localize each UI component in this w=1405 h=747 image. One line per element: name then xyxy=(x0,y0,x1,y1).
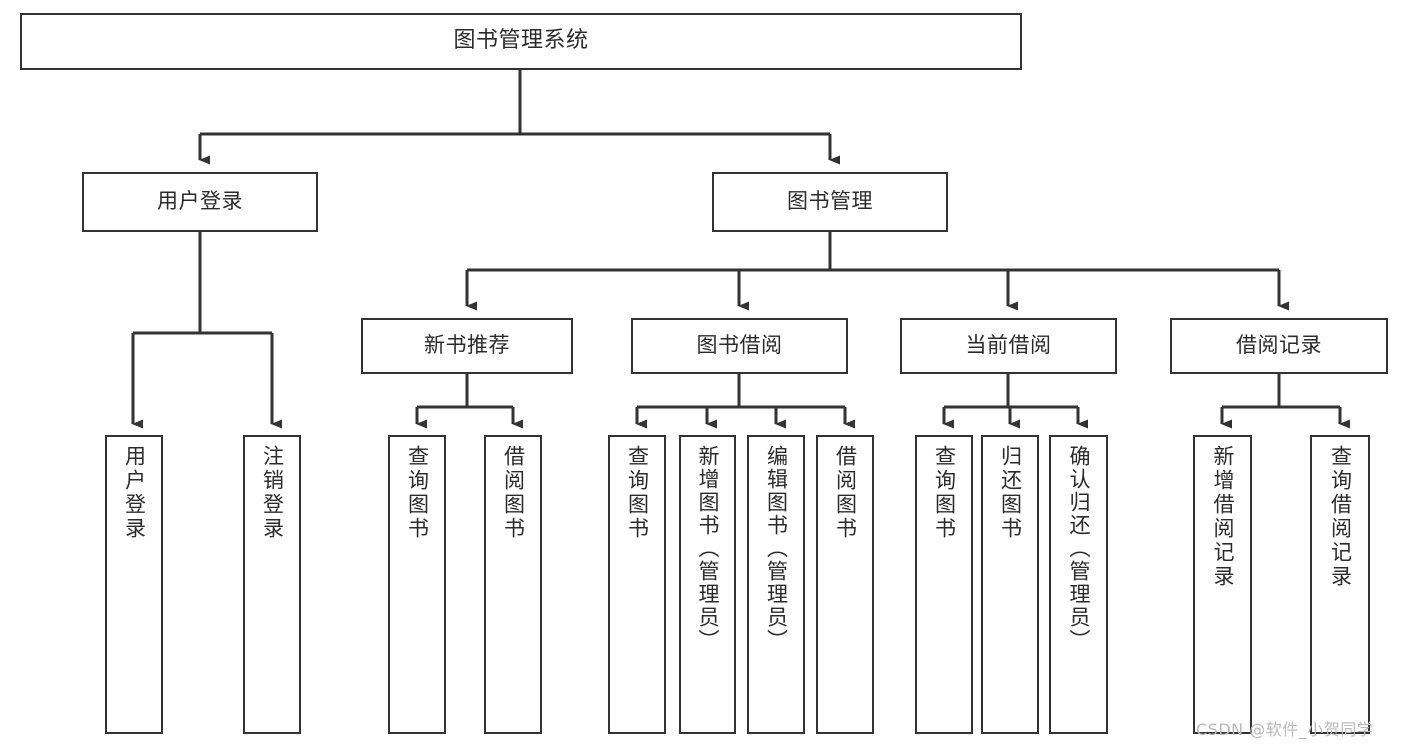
node-label: 查询借阅记录 xyxy=(1328,445,1353,589)
node-new-book-recommend[interactable]: 新书推荐 xyxy=(361,318,573,374)
node-current-borrow[interactable]: 当前借阅 xyxy=(900,318,1117,374)
node-label: 新增图书（管理员） xyxy=(696,445,720,652)
node-label: 注销登录 xyxy=(260,445,285,541)
node-user-login[interactable]: 用户登录 xyxy=(82,172,318,232)
node-label: 新书推荐 xyxy=(424,333,510,358)
node-label: 用户登录 xyxy=(122,445,147,541)
leaf-current-confirm-return-admin[interactable]: 确认归还（管理员） xyxy=(1049,435,1108,734)
leaf-recommend-query-book[interactable]: 查询图书 xyxy=(388,435,446,734)
node-label: 确认归还（管理员） xyxy=(1067,445,1091,652)
leaf-current-return-book[interactable]: 归还图书 xyxy=(981,435,1039,734)
leaf-borrow-add-book-admin[interactable]: 新增图书（管理员） xyxy=(679,435,736,734)
node-label: 图书管理系统 xyxy=(453,28,589,54)
leaf-user-login-login[interactable]: 用户登录 xyxy=(105,435,163,734)
csdn-watermark: CSDN @软件_小贺同学 xyxy=(1196,720,1374,739)
node-label: 借阅记录 xyxy=(1236,333,1322,358)
node-label: 编辑图书（管理员） xyxy=(764,445,789,652)
node-label: 借阅图书 xyxy=(501,445,526,541)
node-label: 查询图书 xyxy=(625,445,650,541)
node-borrow-record[interactable]: 借阅记录 xyxy=(1170,318,1388,374)
node-label: 查询图书 xyxy=(932,445,957,541)
leaf-record-add-record[interactable]: 新增借阅记录 xyxy=(1193,435,1252,734)
leaf-borrow-edit-book-admin[interactable]: 编辑图书（管理员） xyxy=(747,435,805,734)
node-label: 当前借阅 xyxy=(965,333,1052,358)
node-book-management[interactable]: 图书管理 xyxy=(712,172,948,232)
node-label: 用户登录 xyxy=(157,189,243,214)
node-label: 借阅图书 xyxy=(833,445,858,541)
node-book-borrow[interactable]: 图书借阅 xyxy=(631,318,848,374)
leaf-borrow-borrow-book[interactable]: 借阅图书 xyxy=(816,435,874,734)
node-label: 查询图书 xyxy=(405,445,430,541)
node-root-system[interactable]: 图书管理系统 xyxy=(20,13,1022,70)
node-label: 图书借阅 xyxy=(696,333,783,358)
leaf-current-query-book[interactable]: 查询图书 xyxy=(915,435,973,734)
leaf-record-query-record[interactable]: 查询借阅记录 xyxy=(1310,435,1370,734)
leaf-recommend-borrow-book[interactable]: 借阅图书 xyxy=(484,435,542,734)
leaf-borrow-query-book[interactable]: 查询图书 xyxy=(608,435,666,734)
node-label: 图书管理 xyxy=(787,189,873,214)
node-label: 归还图书 xyxy=(998,445,1023,541)
node-label: 新增借阅记录 xyxy=(1211,445,1235,589)
leaf-user-login-logout[interactable]: 注销登录 xyxy=(243,435,301,734)
